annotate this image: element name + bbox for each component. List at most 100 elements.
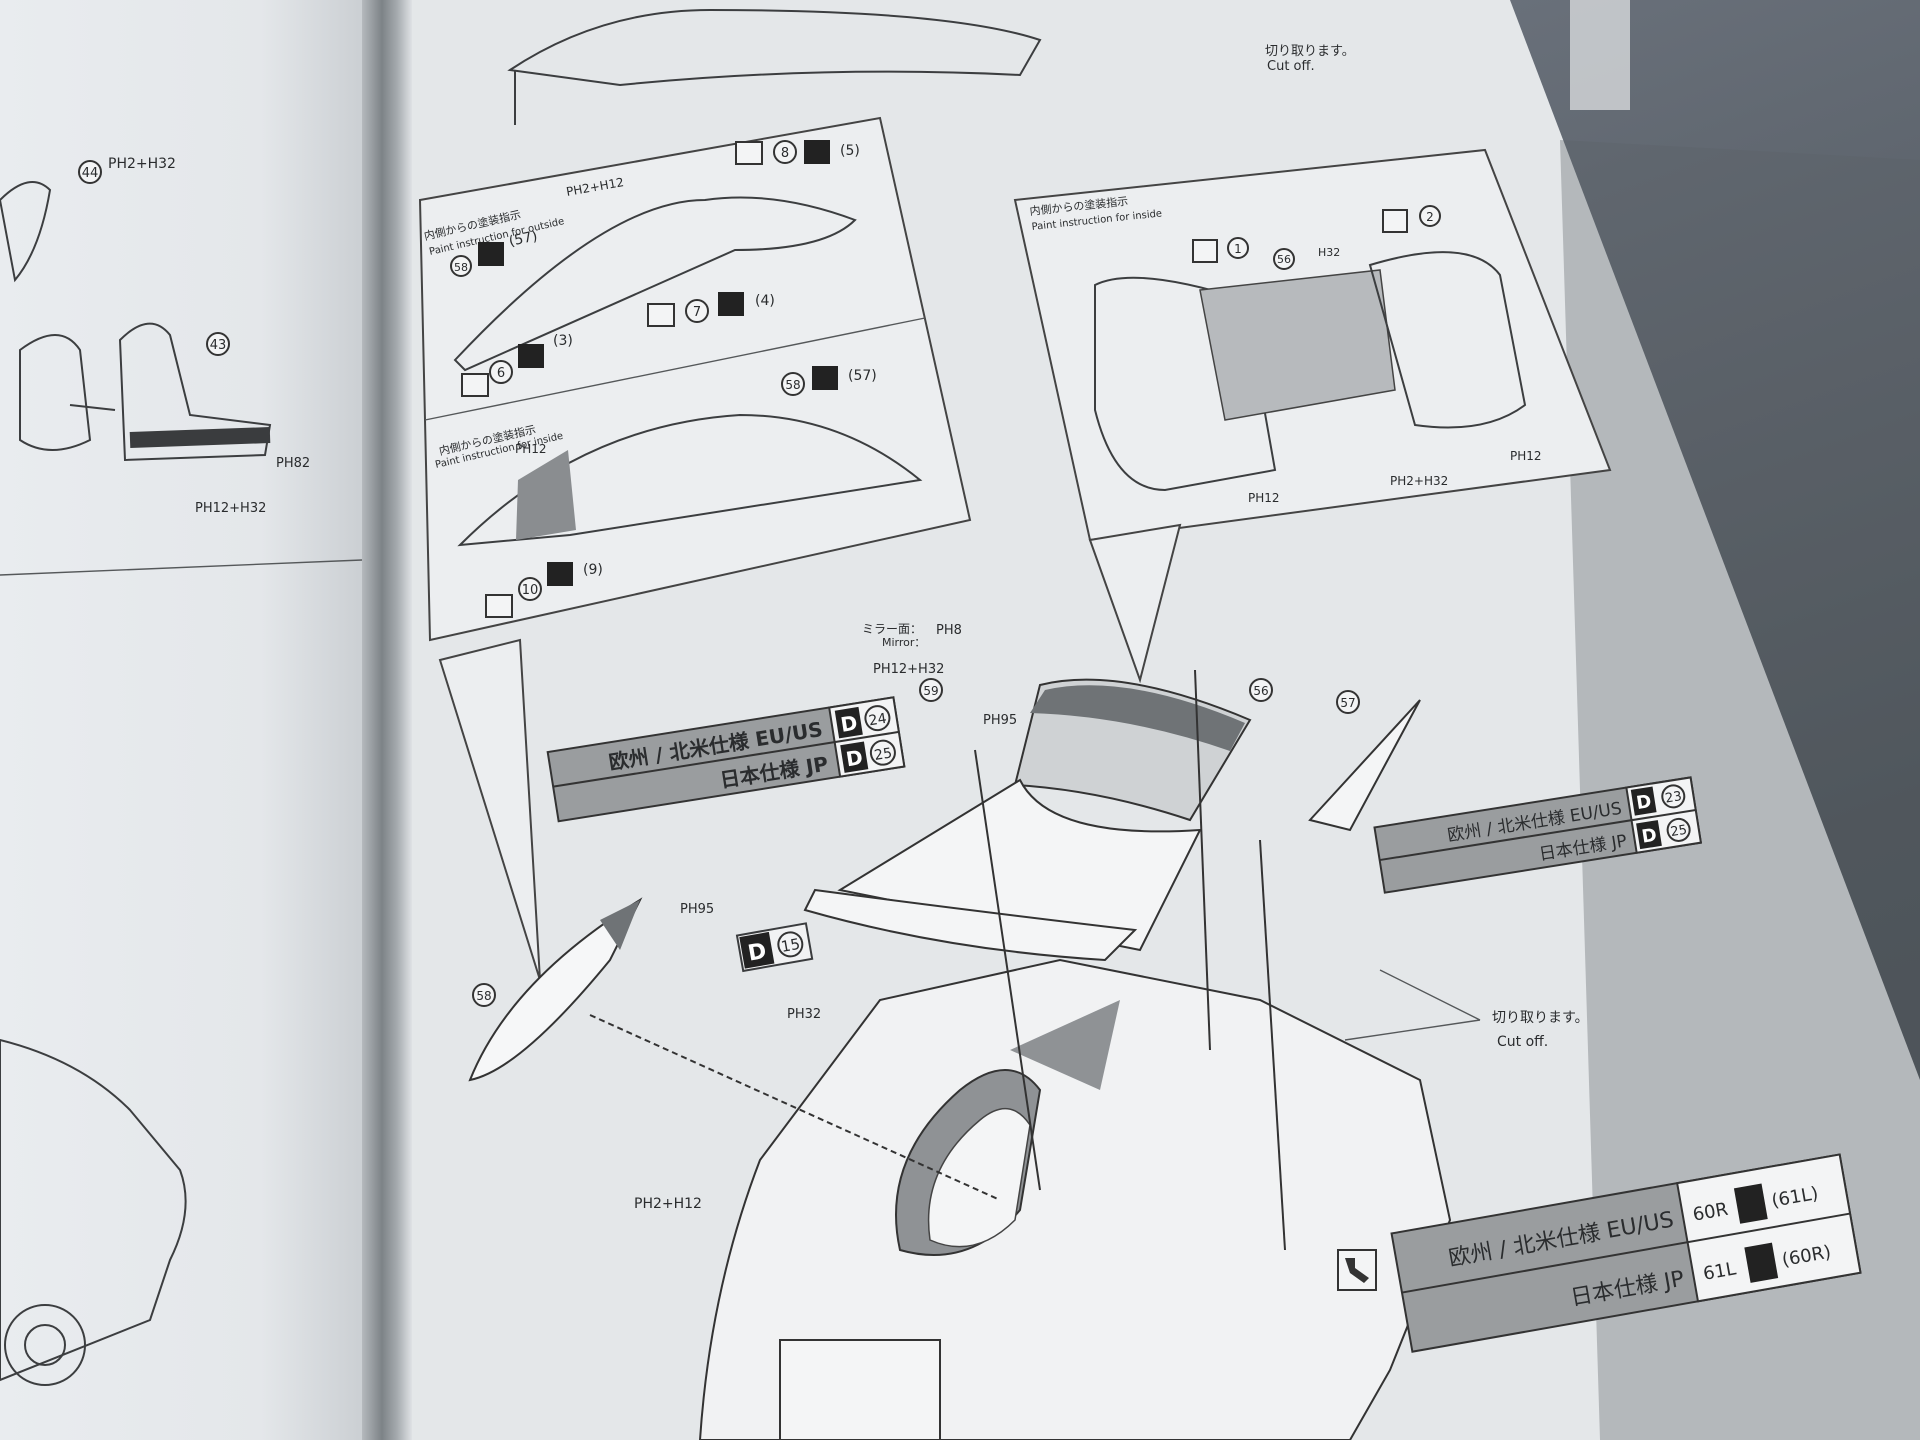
- d15-num: 15: [780, 935, 802, 956]
- spec-right-divider: [1379, 809, 1696, 862]
- b-pillar-shade: [1010, 1000, 1120, 1090]
- part-58-circle: [781, 372, 805, 396]
- cutoff-body-jp: 切り取ります。: [1492, 1010, 1589, 1026]
- paint-code-95-roof: PH95: [983, 713, 1017, 728]
- spec-right-n2: 25: [1670, 823, 1689, 840]
- paint-code-roof-12a: PH12: [1248, 491, 1280, 505]
- spec-main-n2-circle: [869, 739, 896, 766]
- window-outside-panel: 内側からの塗装指示 Paint instruction for outside …: [418, 116, 972, 981]
- panel-divider: [0, 559, 363, 576]
- car-body-drawing: [0, 1038, 187, 1382]
- glue-icon: [1337, 1249, 1377, 1291]
- callout-tail-outside: [438, 638, 541, 981]
- door-window-opening: [927, 1107, 1031, 1248]
- assembly-line-57: [1259, 839, 1286, 1251]
- side-window-outside: [453, 196, 857, 372]
- part-56-top-number: 56: [1277, 253, 1291, 266]
- decal-mark-3: [518, 344, 544, 368]
- roof-liner: [1199, 269, 1396, 421]
- part-57-drawing: [1308, 699, 1421, 832]
- part-5-number: (5): [840, 143, 860, 159]
- panel-split-line: [424, 317, 926, 421]
- wheel-drawing: [4, 1304, 86, 1386]
- cutoff-top-en: Cut off.: [1267, 59, 1315, 74]
- spec-box-bottom: 欧州 / 北米仕様 EU/US 日本仕様 JP 60R (61L) 61L (6…: [1390, 1153, 1862, 1353]
- decal-mark-4: [718, 292, 744, 316]
- seat-base: [129, 427, 271, 448]
- assembly-line-59: [974, 749, 1041, 1191]
- decal-icon-8: [735, 141, 763, 165]
- part-6-circle: [489, 360, 513, 384]
- roof-top-drawing: 切り取ります。 Cut off.: [507, 8, 1355, 125]
- book-gutter: [362, 0, 412, 1440]
- spec-right-n1: 23: [1664, 789, 1683, 806]
- part-58-top-number: 58: [454, 261, 468, 274]
- spec-right-n1-circle: [1661, 784, 1686, 809]
- part-7-circle: [685, 299, 709, 323]
- part-56-circle: [1249, 678, 1273, 702]
- body-shell: [698, 958, 1452, 1440]
- spec-right-d1-bg: [1630, 786, 1657, 816]
- roof-inside-panel: 内側からの塗装指示 Paint instruction for inside 1…: [1013, 148, 1612, 684]
- spec-main-d2-bg: [840, 741, 869, 773]
- tape-strip: [1570, 0, 1630, 110]
- part-1-circle: [1227, 237, 1249, 259]
- roof-panel: [507, 8, 1042, 87]
- part-58-body-number: 58: [476, 989, 491, 1003]
- part-57-paren-b: (57): [848, 368, 877, 384]
- assembly-line-58: [589, 1014, 1001, 1201]
- paint-code-mirror: PH8: [936, 623, 962, 638]
- paint-code-roof-2-32: PH2+H32: [1390, 474, 1448, 488]
- spec-box-main: 欧州 / 北米仕様 EU/US 日本仕様 JP D 24 D 25: [546, 696, 906, 823]
- part-44-circle: [78, 160, 102, 184]
- spec-main-n2: 25: [873, 745, 893, 764]
- part-10-number: 10: [522, 583, 539, 598]
- part-56-top-circle: [1273, 248, 1295, 270]
- part-2-number: 2: [1426, 210, 1434, 224]
- spec-main-d1: D: [839, 710, 859, 736]
- paint-code-roof-12b: PH12: [1510, 449, 1542, 463]
- cutoff-body-en: Cut off.: [1497, 1034, 1548, 1050]
- spec-right-d2: D: [1640, 825, 1658, 848]
- spec-main-n1: 24: [868, 711, 888, 730]
- paint-code-h32-roof: H32: [1318, 246, 1340, 259]
- part-43-circle: [206, 332, 230, 356]
- decal-icon-2: [1382, 209, 1408, 233]
- paint-code-seat: PH12+H32: [195, 501, 266, 516]
- rear-window-stripes: [1030, 685, 1245, 751]
- wheel-hub: [24, 1324, 66, 1366]
- part-8-number: 8: [781, 146, 789, 161]
- part-9-number: (9): [583, 562, 603, 578]
- spec-main-d2: D: [844, 745, 864, 771]
- cutoff-top-jp: 切り取ります。: [1265, 44, 1355, 59]
- decal-mark-5: [804, 140, 830, 164]
- d15-badge: D 15: [735, 922, 814, 973]
- part-8-circle: [773, 140, 797, 164]
- window-tint-area: [516, 450, 576, 540]
- main-assembly: ミラー面： Mirror： PH8 PH12+H32 59 PH95 56 57: [468, 622, 1589, 1440]
- decal-mark-57b: [812, 366, 838, 390]
- spec-bottom-r1-mark: [1733, 1183, 1768, 1224]
- part-43-number: 43: [210, 338, 227, 353]
- paint-code-mirror-base: PH12+H32: [873, 662, 944, 677]
- decal-icon-6: [461, 373, 489, 397]
- cutoff-leader-1: [1344, 1019, 1481, 1041]
- part-58-top-circle: [450, 255, 472, 277]
- paint-code-44: PH2+H32: [108, 156, 176, 172]
- rear-window-inside: [1368, 251, 1527, 429]
- part-3-number: (3): [553, 333, 573, 349]
- spec-main-divider: [553, 730, 900, 788]
- decal-icon-10: [485, 594, 513, 618]
- part-44-number: 44: [82, 166, 99, 181]
- spec-right-d2-bg: [1636, 820, 1662, 850]
- assembly-arrow: [69, 404, 116, 411]
- mirror-label-jp: ミラー面：: [862, 622, 922, 636]
- d15-code-bg: [739, 931, 775, 969]
- spec-right-d1: D: [1635, 791, 1653, 814]
- decal-icon-7: [647, 303, 675, 327]
- part-56-number: 56: [1253, 684, 1268, 698]
- part-59-circle: [919, 678, 943, 702]
- decal-icon-1: [1192, 239, 1218, 263]
